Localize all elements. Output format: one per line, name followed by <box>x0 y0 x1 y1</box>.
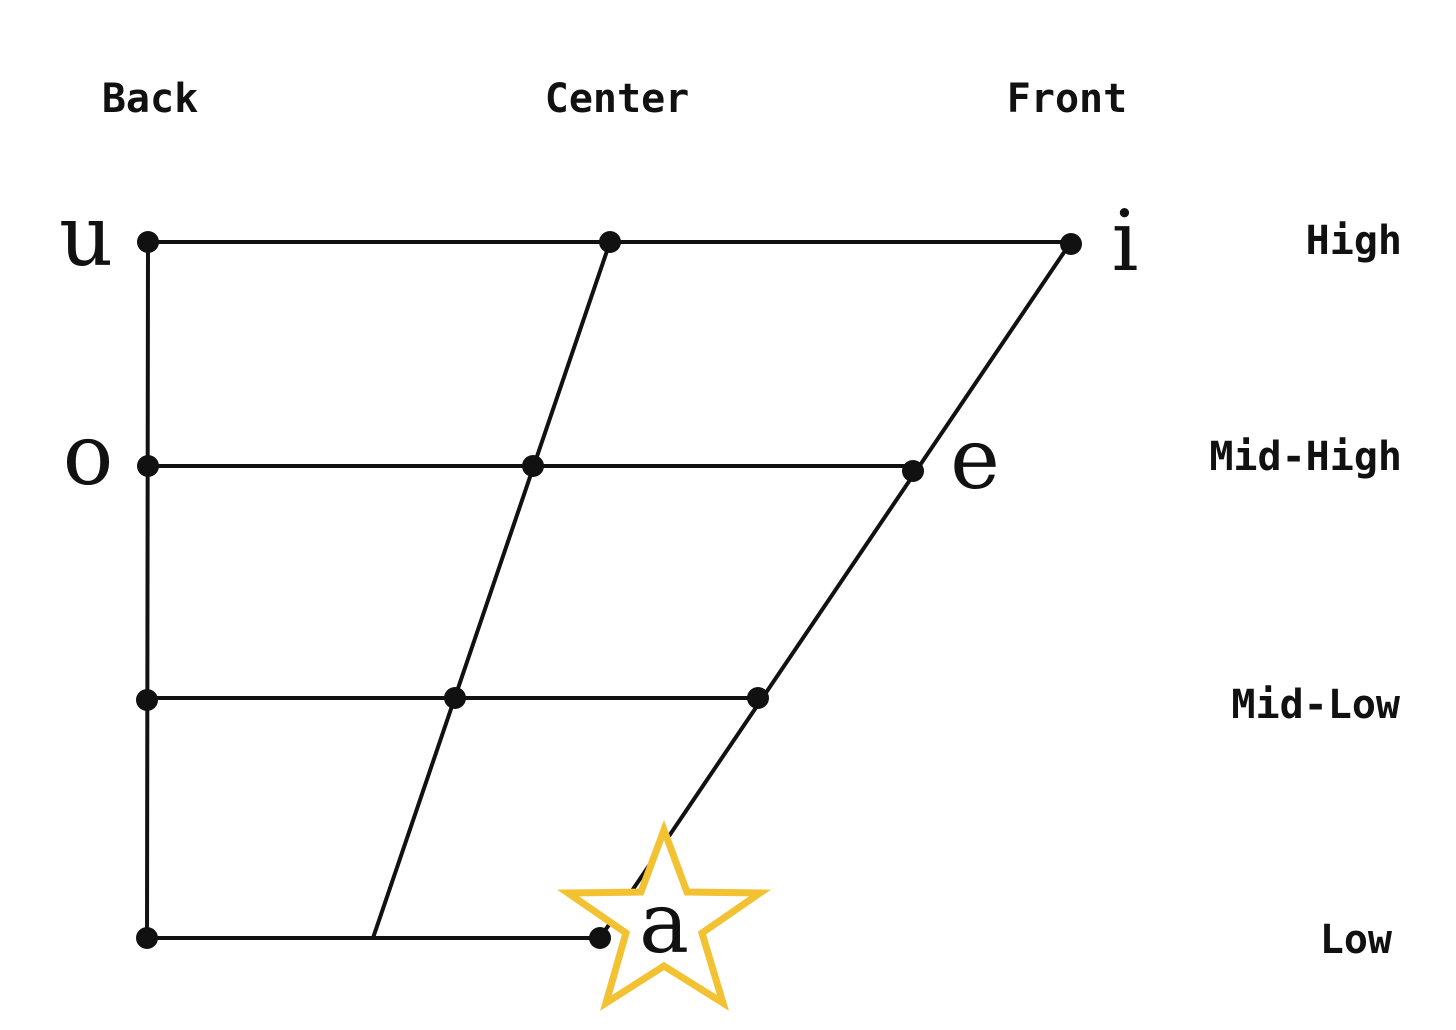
line-center <box>371 240 612 940</box>
node-center-mid-high <box>522 455 544 477</box>
node-center-high <box>599 231 621 253</box>
line-back <box>145 240 150 940</box>
row-label-mid-high: Mid-High <box>1209 434 1402 480</box>
row-label-low: Low <box>1320 917 1393 963</box>
node-front-high <box>1060 233 1082 255</box>
vowel-u: u <box>59 187 113 285</box>
column-label-front: Front <box>1007 76 1127 122</box>
node-center-mid-low <box>444 687 466 709</box>
node-back-high <box>137 231 159 253</box>
line-front <box>598 240 1073 940</box>
node-back-mid-low <box>136 689 158 711</box>
node-front-mid-low <box>747 687 769 709</box>
node-front-mid-high <box>902 460 924 482</box>
node-back-mid-high <box>137 455 159 477</box>
column-label-back: Back <box>102 76 198 122</box>
row-label-high: High <box>1306 218 1402 264</box>
vowel-e: e <box>950 410 1000 508</box>
node-front-low <box>589 927 611 949</box>
vowel-a: a <box>639 874 689 972</box>
vowel-o: o <box>63 406 114 504</box>
vowel-i: i <box>1112 192 1139 290</box>
row-label-mid-low: Mid-Low <box>1231 682 1400 728</box>
star-icon <box>556 819 772 1011</box>
node-back-low <box>136 927 158 949</box>
column-label-center: Center <box>545 76 690 122</box>
